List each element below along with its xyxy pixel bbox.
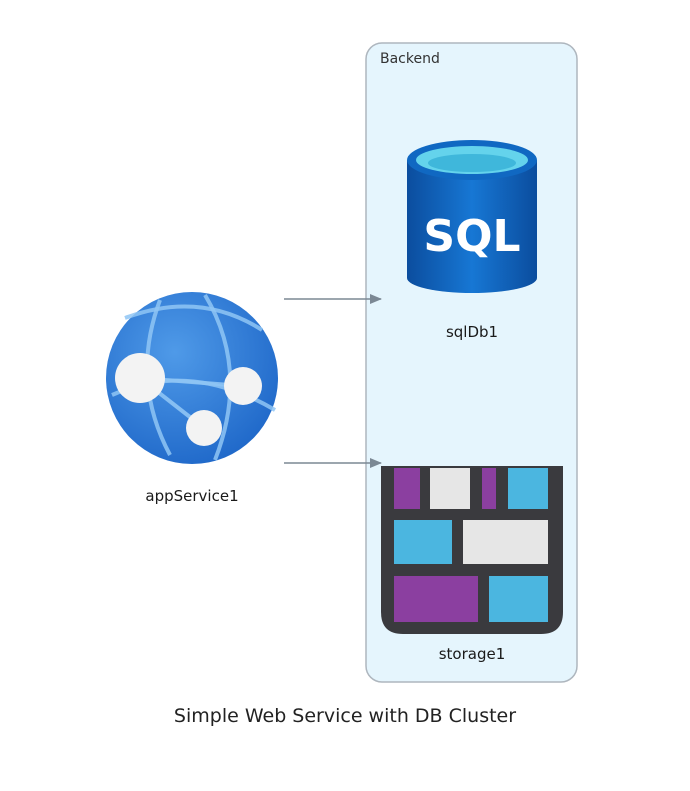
- backend-cluster-label: Backend: [380, 51, 440, 67]
- azure-app-service-icon: [106, 292, 278, 464]
- azure-sql-database-icon: SQL: [407, 140, 537, 293]
- sql-db-label: sqlDb1: [445, 323, 499, 341]
- diagram-caption: Simple Web Service with DB Cluster: [173, 705, 517, 727]
- sql-icon-text: SQL: [423, 211, 520, 262]
- storage-label: storage1: [438, 645, 506, 663]
- azure-storage-icon: [381, 466, 563, 634]
- app-service-label: appService1: [145, 487, 239, 505]
